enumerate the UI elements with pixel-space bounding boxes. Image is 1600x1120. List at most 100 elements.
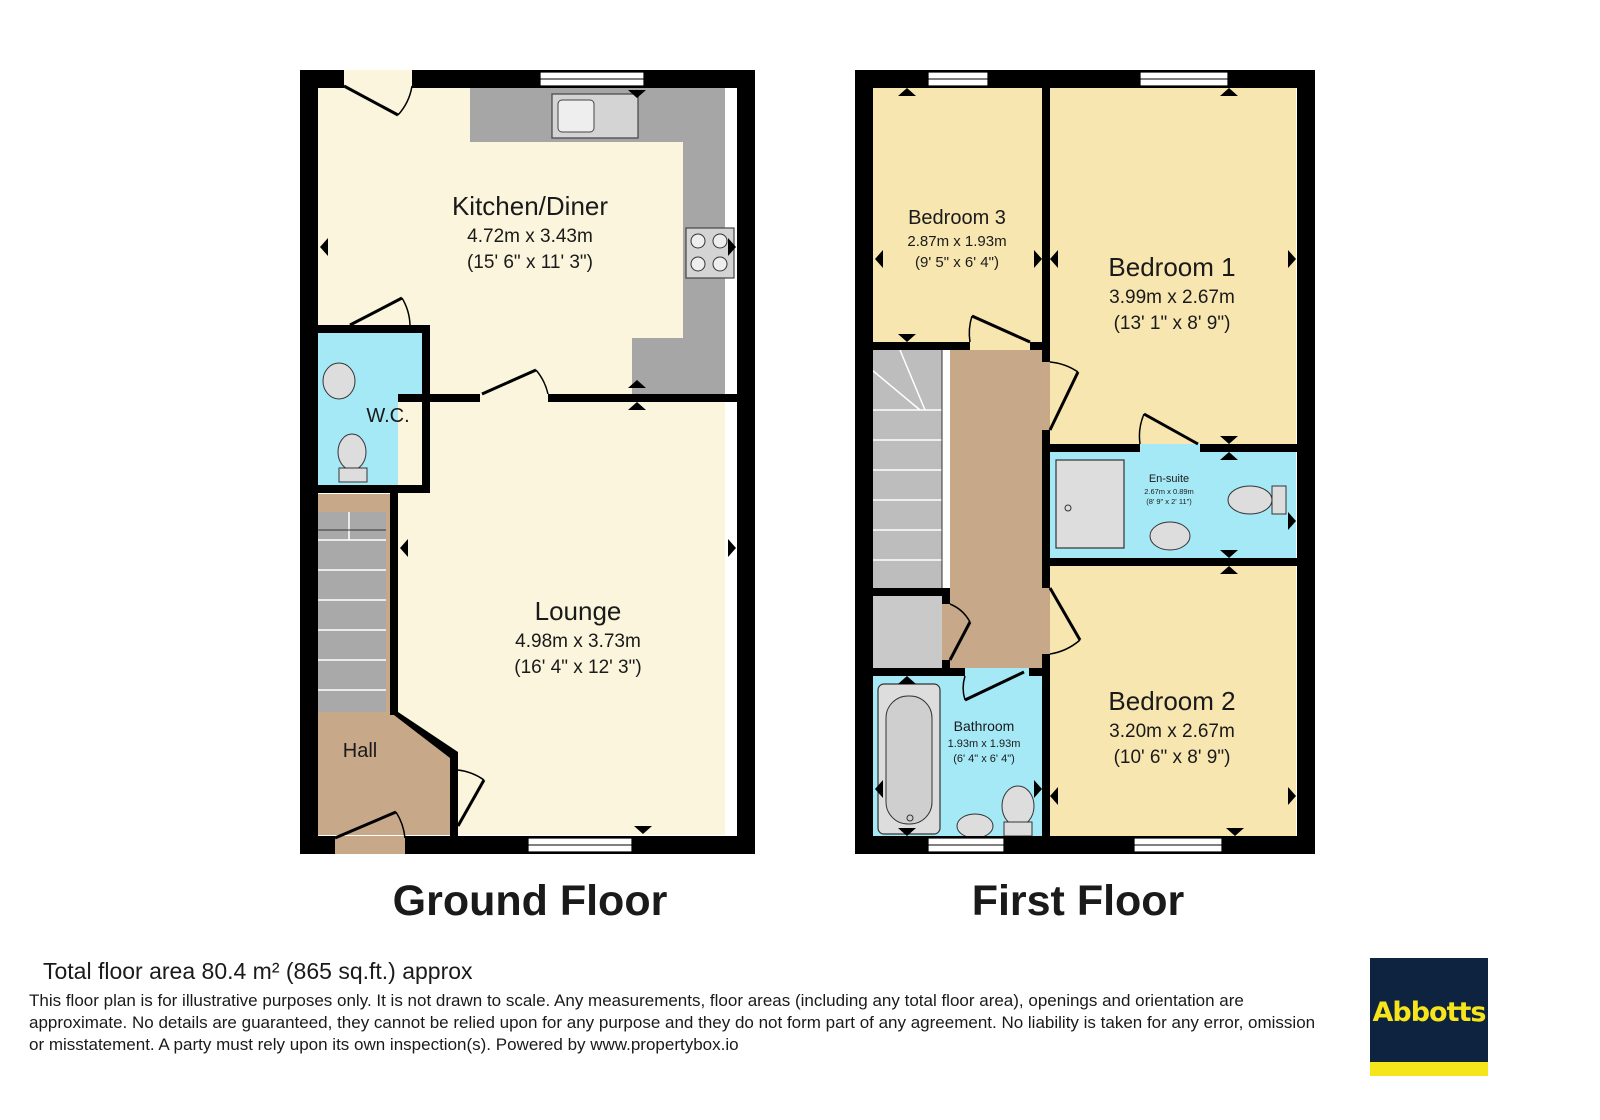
- room-name-bedroom-1: Bedroom 1: [1108, 252, 1235, 282]
- disclaimer-text: This floor plan is for illustrative purp…: [29, 991, 1316, 1054]
- ff-door-bed2: [1048, 587, 1082, 641]
- bedroom-1-fill: [1050, 86, 1296, 444]
- room-dim-bedroom-2-ft: (10' 6" x 8' 9"): [1114, 747, 1231, 768]
- ff-wall-right: [1297, 70, 1315, 854]
- ff-door-cupboard: [948, 621, 972, 661]
- ff-arrow: [1220, 436, 1238, 444]
- ff-door-gap-bath: [965, 668, 1029, 676]
- room-dim-bedroom-3-m: 2.87m x 1.93m: [907, 233, 1006, 250]
- room-dim-kitchen-diner-m: 4.72m x 3.43m: [467, 226, 593, 247]
- room-name-bedroom-2: Bedroom 2: [1108, 686, 1235, 716]
- ff-door-bed1: [1048, 371, 1080, 431]
- gf-arrow: [728, 238, 736, 256]
- ff-arrow: [1220, 550, 1238, 558]
- gf-arrow: [634, 826, 652, 834]
- wc-toilet: [337, 433, 367, 471]
- gf-arrow: [628, 90, 646, 98]
- room-name-bathroom: Bathroom: [954, 718, 1015, 734]
- ff-door-gap-bed2: [1042, 588, 1050, 654]
- ff-arrow: [898, 676, 916, 684]
- ff-wall-bed3-bottom: [873, 342, 1050, 350]
- ff-arrow: [1288, 512, 1296, 530]
- gf-wall-kitchen-lounge: [398, 394, 737, 402]
- first-stairs: [871, 349, 943, 588]
- room-dim-lounge-ft: (16' 4" x 12' 3"): [514, 657, 641, 678]
- bath-tub: [877, 683, 941, 835]
- gf-wall-left: [300, 70, 318, 854]
- ff-wall-cupboard-top: [873, 588, 950, 596]
- room-dim-en-suite-ft: (8' 9" x 2' 11"): [1146, 497, 1192, 506]
- room-dim-bathroom-m: 1.93m x 1.93m: [948, 738, 1021, 750]
- gf-arrow: [400, 539, 408, 557]
- gf-door-back: [343, 84, 399, 117]
- ff-arrow: [875, 250, 883, 268]
- ff-wall-bathroom-top: [873, 668, 1050, 676]
- ff-wall-bottom: [855, 836, 1315, 854]
- gf-wall-hall-right: [390, 493, 398, 715]
- room-dim-lounge-m: 4.98m x 3.73m: [515, 631, 641, 652]
- abbotts-logo: Abbotts: [1370, 958, 1488, 1076]
- first-floor-plan: Bedroom 3 2.87m x 1.93m (9' 5" x 6' 4") …: [855, 70, 1315, 925]
- hall-lower-fill: [312, 712, 450, 835]
- ff-door-bed3: [971, 314, 1031, 344]
- bedroom-3-fill: [872, 86, 1042, 342]
- room-name-en-suite: En-suite: [1149, 473, 1189, 485]
- ff-arrow: [898, 334, 916, 342]
- room-dim-bedroom-3-ft: (9' 5" x 6' 4"): [915, 254, 999, 271]
- logo-text: Abbotts: [1372, 996, 1487, 1028]
- ff-door-gap-bed3: [970, 342, 1030, 350]
- floor-title-ground: Ground Floor: [393, 877, 668, 925]
- gf-arrow: [628, 380, 646, 388]
- room-name-lounge: Lounge: [535, 596, 622, 626]
- floor-title-first: First Floor: [972, 877, 1185, 925]
- ff-arrow: [898, 828, 916, 836]
- gf-arrow: [628, 402, 646, 410]
- ff-arrow: [1050, 250, 1058, 268]
- ff-wall-left: [855, 70, 873, 854]
- landing-fill: [950, 350, 1042, 668]
- gf-arrow: [728, 539, 736, 557]
- room-dim-bedroom-1-m: 3.99m x 2.67m: [1109, 287, 1235, 308]
- bathroom-toilet: [1001, 785, 1035, 827]
- ff-arrow: [1034, 780, 1042, 798]
- gf-wall-wc-right: [422, 325, 430, 493]
- room-name-hall: Hall: [343, 740, 377, 762]
- ff-door-gap-cupboard: [942, 604, 950, 660]
- ff-wall-top: [855, 70, 1315, 88]
- ff-arrow: [1050, 787, 1058, 805]
- ff-arrow: [1226, 828, 1244, 836]
- room-name-kitchen-diner: Kitchen/Diner: [452, 191, 608, 221]
- gf-door-gap-front: [335, 836, 405, 854]
- room-name-wc: W.C.: [366, 405, 409, 427]
- gf-door-gap-back: [344, 70, 412, 88]
- bedroom-2-fill: [1050, 566, 1296, 836]
- room-dim-bedroom-2-m: 3.20m x 2.67m: [1109, 721, 1235, 742]
- gf-wall-hall-lounge: [450, 752, 458, 836]
- wc-basin: [322, 362, 356, 400]
- room-dim-bathroom-ft: (6' 4" x 6' 4"): [953, 753, 1015, 765]
- ff-door-ensuite: [1143, 412, 1199, 446]
- ground-stairs: [312, 512, 386, 712]
- ff-arrow: [875, 780, 883, 798]
- ff-arrow: [1220, 88, 1238, 96]
- gf-door-front: [334, 810, 397, 840]
- gf-wall-wc-top: [318, 325, 430, 333]
- total-floor-area: Total floor area 80.4 m² (865 sq.ft.) ap…: [43, 958, 473, 984]
- ff-wall-ensuite-bottom: [1050, 558, 1297, 566]
- shower-tray: [1055, 459, 1125, 549]
- ff-arrow: [1288, 250, 1296, 268]
- worktop-corner: [632, 338, 725, 394]
- gf-wall-wc-bottom: [318, 485, 430, 493]
- ff-arrow: [1220, 452, 1238, 460]
- ff-arrow: [898, 88, 916, 96]
- hob: [685, 227, 735, 279]
- ff-door-gap-bed1: [1042, 362, 1050, 430]
- gf-door-kitchen-lounge: [481, 368, 537, 396]
- bathroom-basin: [956, 813, 994, 839]
- ff-wall-bed3-bed1: [1042, 88, 1050, 350]
- ensuite-toilet: [1227, 485, 1273, 515]
- gf-arrow: [320, 238, 328, 256]
- gf-door-lounge-hall: [456, 779, 486, 827]
- ground-floor-plan: Kitchen/Diner 4.72m x 3.43m (15' 6" x 11…: [300, 70, 755, 925]
